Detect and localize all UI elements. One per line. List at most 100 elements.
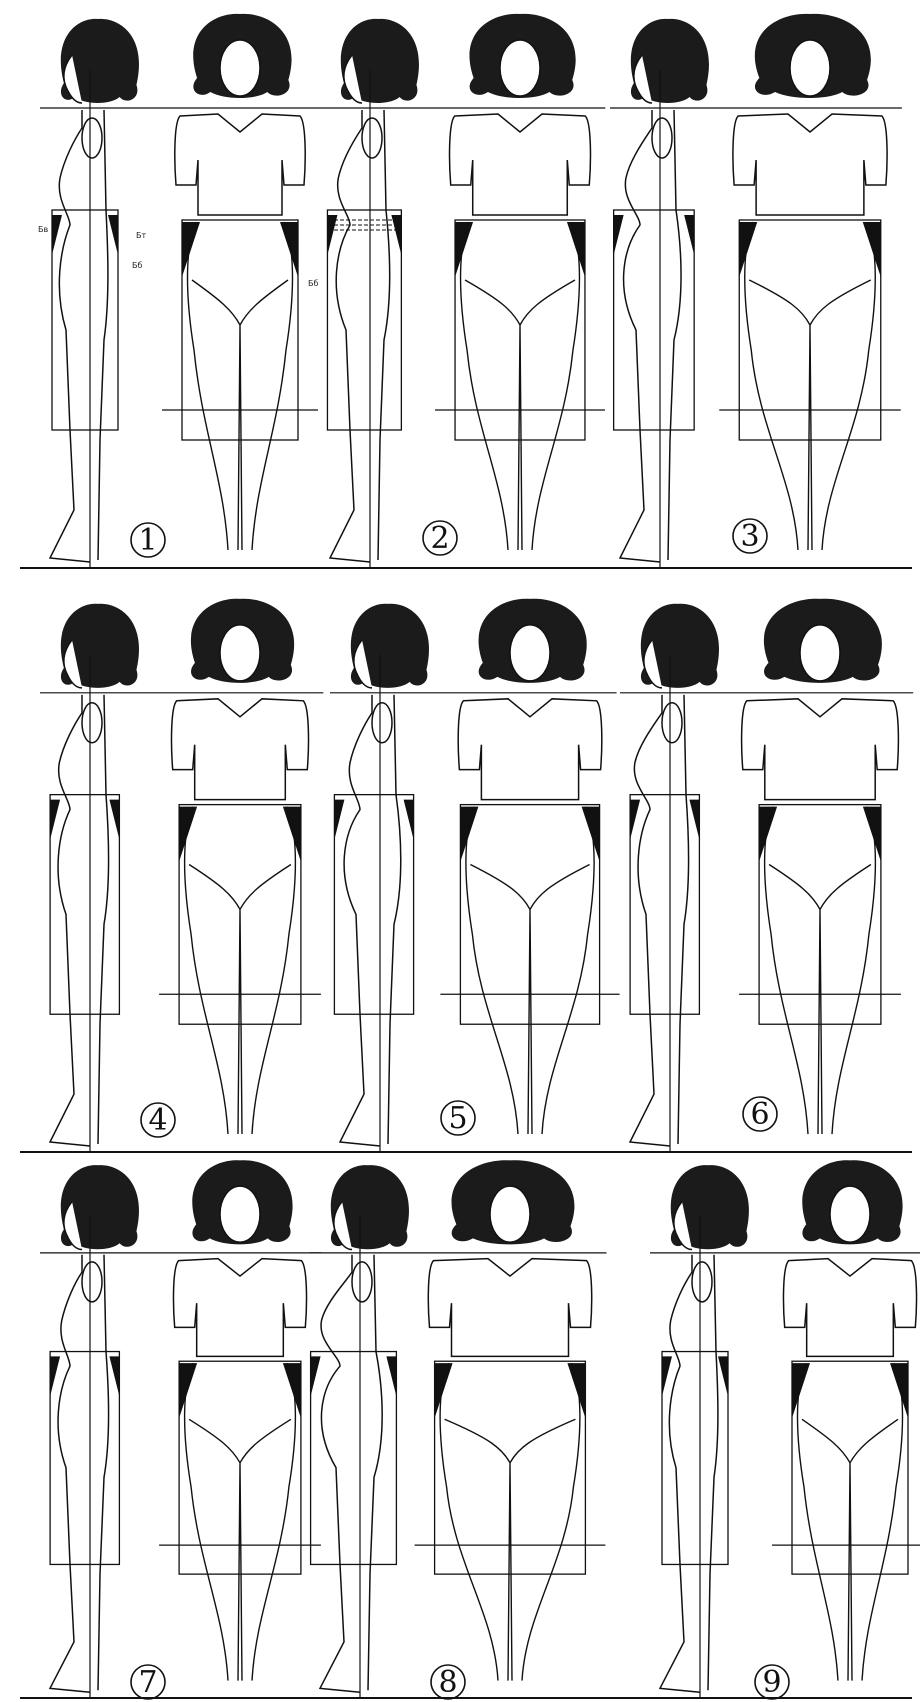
front-wedge-left (759, 807, 777, 862)
figure-9: 9 (650, 1160, 920, 1700)
side-wedge-back (689, 800, 699, 840)
figure-number: 3 (733, 519, 767, 554)
front-blouse (175, 114, 305, 215)
side-arm (362, 118, 382, 158)
front-blouse (742, 699, 899, 800)
front-face (220, 40, 260, 96)
figure-4: 4 (40, 599, 323, 1152)
front-outline (185, 1363, 296, 1680)
front-outline (461, 222, 580, 550)
side-outline (50, 1255, 109, 1692)
side-box (662, 1352, 728, 1565)
front-blouse (733, 114, 887, 215)
front-blouse (450, 114, 591, 215)
front-face (220, 1186, 260, 1242)
side-view (614, 19, 709, 568)
front-outline (188, 222, 293, 550)
front-face (500, 40, 540, 96)
side-wedge-back (718, 1356, 728, 1396)
figure-8: 8 (310, 1160, 607, 1700)
figure-number-label: 1 (138, 523, 157, 558)
side-wedge-front (50, 800, 60, 840)
side-arm (692, 1262, 712, 1302)
side-box (50, 795, 119, 1015)
figure-2: 2 (320, 14, 605, 568)
front-wedge-right (283, 1363, 301, 1418)
front-wedge-left (179, 1363, 197, 1418)
side-outline (330, 110, 390, 562)
front-outline (466, 807, 594, 1134)
measure-label: Бв (38, 225, 48, 234)
side-view (334, 604, 429, 1152)
front-wedge-right (567, 222, 585, 277)
side-box (52, 210, 118, 430)
figure-number-label: 3 (740, 519, 759, 554)
side-wedge-back (109, 800, 119, 840)
front-face (800, 625, 840, 681)
figure-3: 3 (610, 14, 902, 568)
front-outline (185, 807, 296, 1134)
side-wedge-back (109, 1356, 119, 1396)
side-wedge-front (327, 215, 337, 255)
side-wedge-front (50, 1356, 60, 1396)
front-outline (765, 807, 876, 1134)
front-blouse (172, 699, 309, 800)
side-outline (50, 695, 109, 1146)
front-face (510, 625, 550, 681)
side-outline (660, 1255, 718, 1692)
side-wedge-front (52, 215, 62, 255)
side-wedge-back (404, 800, 414, 840)
front-blouse (458, 699, 602, 800)
side-arm (352, 1262, 372, 1302)
side-wedge-back (391, 215, 401, 255)
figure-number: 5 (441, 1101, 475, 1136)
front-wedge-left (792, 1363, 810, 1418)
side-outline (340, 695, 401, 1146)
figure-number-label: 2 (430, 521, 449, 556)
side-box (334, 795, 413, 1015)
side-arm (82, 1262, 102, 1302)
figure-7: 7 (40, 1160, 321, 1700)
side-wedge-front (662, 1356, 672, 1396)
front-wedge-left (739, 222, 757, 277)
side-arm (652, 118, 672, 158)
side-wedge-front (614, 215, 624, 255)
side-view (50, 1165, 139, 1698)
figure-6: 6 (620, 599, 913, 1152)
side-arm (372, 703, 392, 743)
front-wedge-right (890, 1363, 908, 1418)
figure-number: 4 (141, 1103, 175, 1138)
side-wedge-front (311, 1356, 321, 1396)
front-face (830, 1186, 870, 1242)
figure-5: 5 (330, 599, 620, 1152)
front-blouse (428, 1259, 591, 1357)
front-blouse (783, 1259, 916, 1357)
figure-number: 9 (755, 1665, 789, 1700)
measure-label: Бб (132, 261, 142, 270)
front-wedge-right (863, 807, 881, 862)
side-view (327, 19, 419, 568)
figure-number: 6 (743, 1097, 777, 1132)
side-box (327, 210, 401, 430)
front-face (490, 1186, 530, 1242)
side-box (50, 1352, 119, 1565)
front-wedge-left (460, 807, 478, 862)
front-wedge-right (283, 807, 301, 862)
side-box (311, 1352, 397, 1565)
front-face (220, 625, 260, 681)
figure-number-label: 5 (448, 1101, 467, 1136)
front-wedge-right (863, 222, 881, 277)
side-outline (620, 110, 681, 562)
side-view (50, 604, 139, 1152)
side-view (630, 604, 719, 1152)
front-blouse (173, 1259, 306, 1357)
figure-number-label: 6 (750, 1097, 769, 1132)
side-box (630, 795, 699, 1015)
figure-number: 1 (131, 523, 165, 558)
figure-1: 1БвБтБбБб (38, 14, 320, 568)
measure-label: Бт (136, 231, 146, 240)
figure-number-label: 9 (762, 1665, 781, 1700)
figure-number-label: 8 (438, 1665, 457, 1700)
